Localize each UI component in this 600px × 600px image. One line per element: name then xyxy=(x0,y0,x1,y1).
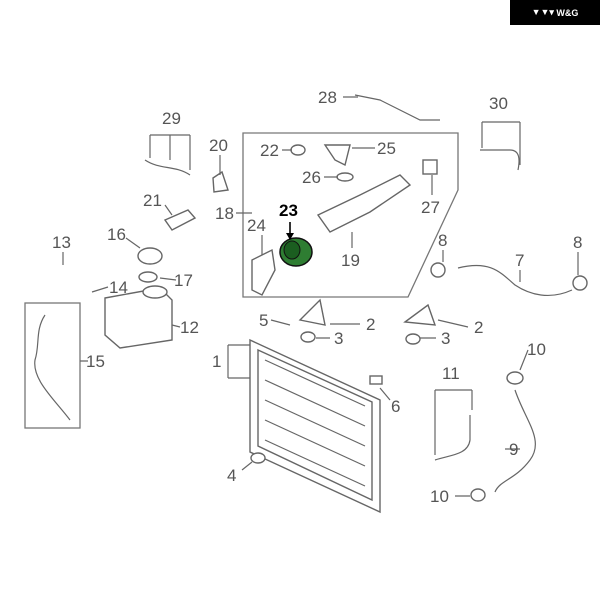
callout-19: 19 xyxy=(341,251,360,270)
callout-14: 14 xyxy=(109,278,128,297)
mount-3a xyxy=(300,331,316,343)
callout-13: 13 xyxy=(52,233,71,252)
gasket-22 xyxy=(290,144,306,156)
callout-4: 4 xyxy=(227,466,236,485)
thermostat-23-highlighted[interactable] xyxy=(279,222,313,267)
thermostat-housing-group-box xyxy=(242,132,459,298)
bracket-2b xyxy=(403,303,437,326)
callout-2-right: 2 xyxy=(474,318,483,337)
callout-9: 9 xyxy=(509,440,518,459)
callout-3-left: 3 xyxy=(334,329,343,348)
callout-23: 23 xyxy=(279,201,298,220)
clamp-10a xyxy=(506,371,524,385)
callout-18: 18 xyxy=(215,204,234,223)
callout-3-right: 3 xyxy=(441,329,450,348)
callout-30: 30 xyxy=(489,94,508,113)
callout-24: 24 xyxy=(247,216,266,235)
thermostat-housing[interactable] xyxy=(316,174,412,233)
gasket-21 xyxy=(163,209,197,231)
clamp-10b xyxy=(470,488,486,502)
callout-17: 17 xyxy=(174,271,193,290)
cap-seal xyxy=(138,271,158,283)
leader-lines xyxy=(62,96,579,497)
clamp-8b xyxy=(572,275,588,291)
drain-plug-6 xyxy=(369,375,383,385)
hose-9[interactable] xyxy=(494,389,536,493)
hose-7[interactable] xyxy=(457,264,573,297)
callout-10-bottom: 10 xyxy=(430,487,449,506)
outlet-25[interactable] xyxy=(323,144,351,167)
sensor-27[interactable] xyxy=(422,159,438,175)
hose-29[interactable] xyxy=(144,159,191,176)
callout-7: 7 xyxy=(515,251,524,270)
mount-4 xyxy=(250,452,266,464)
overflow-hose[interactable] xyxy=(34,314,71,421)
clamp-8a xyxy=(430,262,446,278)
callout-6: 6 xyxy=(391,397,400,416)
oring-26 xyxy=(336,172,354,182)
callout-11: 11 xyxy=(442,364,460,383)
water-outlet-24[interactable] xyxy=(251,248,276,296)
callout-8-right: 8 xyxy=(573,233,582,252)
callout-15: 15 xyxy=(86,352,105,371)
mount-3b xyxy=(405,333,421,345)
callout-12: 12 xyxy=(180,318,199,337)
callout-1: 1 xyxy=(212,352,221,371)
callout-10-top: 10 xyxy=(527,340,546,359)
callout-5: 5 xyxy=(259,311,268,330)
callout-22: 22 xyxy=(260,141,279,160)
callout-16: 16 xyxy=(107,225,126,244)
bracket-20 xyxy=(212,170,229,193)
callout-25: 25 xyxy=(377,139,396,158)
brand-logo: ▼▼▾ W&G xyxy=(510,0,600,25)
callout-21: 21 xyxy=(143,191,162,210)
logo-text: W&G xyxy=(556,7,579,18)
callout-2-left: 2 xyxy=(366,315,375,334)
hose-30[interactable] xyxy=(480,149,520,171)
callout-20: 20 xyxy=(209,136,228,155)
radiator[interactable] xyxy=(249,338,381,514)
callout-29: 29 xyxy=(162,109,181,128)
hose-11[interactable] xyxy=(434,415,471,461)
coolant-reservoir[interactable] xyxy=(104,285,173,349)
bracket-2a xyxy=(298,298,326,326)
callout-26: 26 xyxy=(302,168,321,187)
callout-27: 27 xyxy=(421,198,440,217)
logo-mark: ▼▼▾ xyxy=(531,7,554,17)
reservoir-cap[interactable] xyxy=(137,247,163,265)
bleed-pipe[interactable] xyxy=(354,94,440,121)
callout-8-left: 8 xyxy=(438,231,447,250)
callout-28: 28 xyxy=(318,88,337,107)
hose-15-box xyxy=(24,302,81,429)
